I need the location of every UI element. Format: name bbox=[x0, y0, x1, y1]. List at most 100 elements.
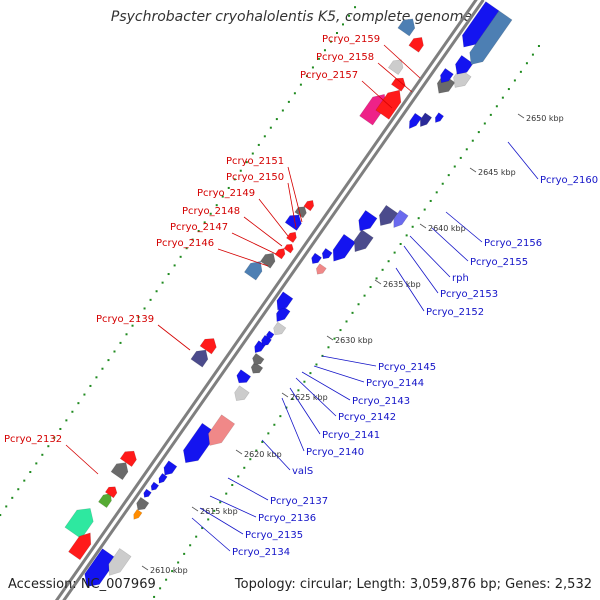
gene-label-forward[interactable]: Pcryo_2146 bbox=[156, 238, 214, 249]
forward-guide-dot bbox=[101, 367, 104, 370]
gene-label-reverse[interactable]: Pcryo_2134 bbox=[232, 547, 290, 558]
gene-reverse[interactable] bbox=[353, 229, 374, 253]
gene-label-reverse[interactable]: Pcryo_2156 bbox=[484, 238, 542, 249]
gene-reverse[interactable] bbox=[208, 414, 236, 446]
gene-reverse[interactable] bbox=[420, 112, 433, 128]
gene-label-forward[interactable]: Pcryo_2159 bbox=[322, 34, 380, 45]
forward-guide-dot bbox=[287, 100, 290, 103]
gene-label-forward[interactable]: Pcryo_2139 bbox=[96, 314, 154, 325]
gene-reverse[interactable] bbox=[379, 204, 399, 227]
gene-reverse[interactable] bbox=[440, 67, 454, 84]
gene-forward[interactable] bbox=[110, 462, 129, 481]
gene-reverse[interactable] bbox=[276, 291, 294, 311]
gene-label-forward[interactable]: Pcryo_2147 bbox=[170, 222, 228, 233]
gene-label-reverse[interactable]: Pcryo_2137 bbox=[270, 496, 328, 507]
gene-reverse[interactable] bbox=[276, 305, 291, 323]
gene-label-reverse[interactable]: Pcryo_2135 bbox=[245, 530, 303, 541]
gene-reverse[interactable] bbox=[332, 233, 356, 262]
gene-reverse[interactable] bbox=[273, 321, 287, 336]
gene-label-reverse[interactable]: Pcryo_2152 bbox=[426, 307, 484, 318]
gene-label-reverse[interactable]: Pcryo_2141 bbox=[322, 430, 380, 441]
leader-line bbox=[403, 245, 439, 294]
reverse-guide-dot bbox=[279, 415, 282, 418]
reverse-guide-dot bbox=[465, 148, 468, 151]
gene-label-forward[interactable]: Pcryo_2151 bbox=[226, 156, 284, 167]
gene-forward[interactable] bbox=[390, 77, 406, 92]
gene-label-reverse[interactable]: Pcryo_2155 bbox=[470, 257, 528, 268]
gene-reverse[interactable] bbox=[252, 352, 265, 365]
gene-forward[interactable] bbox=[119, 450, 137, 468]
gene-forward[interactable] bbox=[98, 492, 112, 509]
gene-label-reverse[interactable]: Pcryo_2140 bbox=[306, 447, 364, 458]
forward-guide-dot bbox=[77, 402, 80, 405]
gene-label-forward[interactable]: Pcryo_2148 bbox=[182, 206, 240, 217]
gene-forward[interactable] bbox=[283, 243, 294, 254]
reverse-guide-dot bbox=[483, 122, 486, 125]
leader-line bbox=[321, 355, 377, 367]
gene-forward[interactable] bbox=[104, 486, 118, 499]
gene-reverse[interactable] bbox=[315, 263, 327, 275]
gene-reverse[interactable] bbox=[250, 361, 264, 374]
forward-guide-dot bbox=[131, 324, 134, 327]
gene-label-reverse[interactable]: Pcryo_2144 bbox=[366, 378, 424, 389]
gene-forward[interactable] bbox=[64, 508, 94, 540]
gene-label-reverse[interactable]: Pcryo_2145 bbox=[378, 362, 436, 373]
gene-reverse[interactable] bbox=[136, 496, 150, 511]
gene-forward[interactable] bbox=[387, 59, 404, 75]
forward-guide-dot bbox=[89, 384, 92, 387]
gene-reverse[interactable] bbox=[434, 112, 445, 123]
reverse-guide-dot bbox=[309, 372, 312, 375]
gene-reverse[interactable] bbox=[133, 509, 143, 520]
gene-forward[interactable] bbox=[408, 37, 424, 53]
reverse-guide-dot bbox=[447, 174, 450, 177]
gene-reverse[interactable] bbox=[234, 385, 250, 401]
gene-forward[interactable] bbox=[199, 338, 217, 355]
gene-label-forward[interactable]: Pcryo_2132 bbox=[4, 434, 62, 445]
gene-reverse[interactable] bbox=[469, 10, 513, 65]
reverse-guide-dot bbox=[501, 96, 504, 99]
gene-reverse[interactable] bbox=[266, 330, 275, 340]
gene-reverse[interactable] bbox=[393, 209, 409, 229]
reverse-guide-dot bbox=[495, 105, 498, 108]
gene-forward[interactable] bbox=[68, 532, 92, 561]
gene-forward[interactable] bbox=[284, 214, 302, 231]
gene-reverse[interactable] bbox=[321, 247, 333, 260]
gene-label-forward[interactable]: Pcryo_2149 bbox=[197, 188, 255, 199]
gene-label-forward[interactable]: Pcryo_2157 bbox=[300, 70, 358, 81]
gene-label-forward[interactable]: Pcryo_2158 bbox=[316, 52, 374, 63]
gene-label-reverse[interactable]: Pcryo_2136 bbox=[258, 513, 316, 524]
gene-reverse[interactable] bbox=[158, 472, 168, 484]
genome-title: Psychrobacter cryohalolentis K5, complet… bbox=[110, 9, 472, 25]
gene-label-reverse[interactable]: valS bbox=[292, 466, 313, 477]
tick-mark bbox=[374, 279, 382, 285]
gene-forward[interactable] bbox=[274, 248, 286, 260]
gene-reverse[interactable] bbox=[163, 460, 178, 476]
gene-forward[interactable] bbox=[260, 252, 276, 269]
gene-reverse[interactable] bbox=[108, 548, 132, 576]
reverse-guide-dot bbox=[441, 182, 444, 185]
gene-reverse[interactable] bbox=[311, 252, 322, 264]
gene-reverse[interactable] bbox=[150, 481, 160, 491]
gene-label-forward[interactable]: Pcryo_2150 bbox=[226, 172, 284, 183]
reverse-guide-dot bbox=[519, 70, 522, 73]
gene-forward[interactable] bbox=[303, 199, 315, 212]
gene-forward[interactable] bbox=[243, 260, 263, 281]
gene-forward[interactable] bbox=[294, 206, 307, 219]
gene-forward[interactable] bbox=[190, 349, 209, 368]
gene-reverse[interactable] bbox=[143, 488, 152, 498]
gene-reverse[interactable] bbox=[236, 369, 252, 384]
gene-reverse[interactable] bbox=[408, 112, 423, 130]
gene-forward[interactable] bbox=[397, 18, 416, 37]
gene-label-reverse[interactable]: Pcryo_2142 bbox=[338, 412, 396, 423]
gene-label-reverse[interactable]: Pcryo_2160 bbox=[540, 175, 598, 186]
gene-label-reverse[interactable]: Pcryo_2153 bbox=[440, 289, 498, 300]
forward-guide-dot bbox=[35, 462, 38, 465]
gene-forward[interactable] bbox=[286, 231, 297, 244]
gene-label-reverse[interactable]: Pcryo_2143 bbox=[352, 396, 410, 407]
gene-label-reverse[interactable]: rph bbox=[452, 273, 469, 284]
forward-guide-dot bbox=[11, 496, 14, 499]
gene-reverse[interactable] bbox=[462, 1, 500, 48]
gene-reverse[interactable] bbox=[261, 334, 272, 347]
gene-reverse[interactable] bbox=[358, 209, 378, 232]
